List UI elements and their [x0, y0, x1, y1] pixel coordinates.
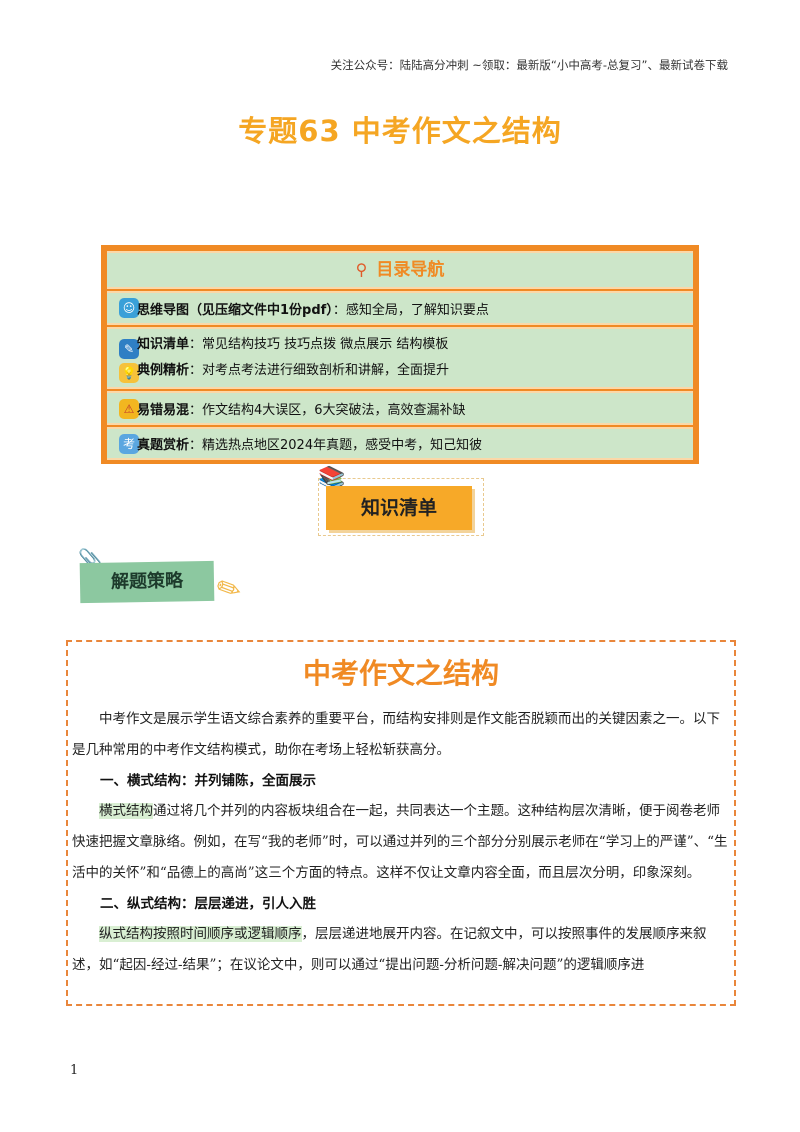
location-pin-icon: ⚲: [355, 260, 368, 279]
toc-label: 典例精析: [137, 363, 190, 378]
toc-box: ⚲ 目录导航 ☺ 思维导图（见压缩文件中1份pdf）：感知全局，了解知识要点 ✎…: [101, 245, 699, 464]
page-number: 1: [70, 1063, 79, 1078]
intro-paragraph: 中考作文是展示学生语文综合素养的重要平台，而结构安排则是作文能否脱颖而出的关键因…: [72, 711, 720, 758]
highlight-text: 纵式结构按照时间顺序或逻辑顺序: [99, 926, 302, 942]
badge-frame: [318, 478, 484, 536]
exam-icon: 考: [119, 434, 139, 454]
toc-text: ：精选热点地区2024年真题，感受中考，知己知彼: [189, 438, 483, 453]
toc-row-exam: 考 真题赏析：精选热点地区2024年真题，感受中考，知己知彼: [107, 427, 693, 460]
toc-label: 知识清单: [137, 337, 190, 352]
section-heading: 二、纵式结构：层层递进，引人入胜: [100, 896, 316, 912]
highlight-text: 横式结构: [99, 803, 153, 819]
lightbulb-icon: 💡: [119, 363, 139, 383]
toc-text: ：作文结构4大误区，6大突破法，高效查漏补缺: [189, 403, 466, 418]
header-note: 关注公众号：陆陆高分冲刺 ~领取：最新版“小中高考-总复习”、最新试卷下载: [330, 58, 728, 72]
toc-heading: 目录导航: [376, 260, 445, 280]
warning-icon: ⚠: [119, 399, 139, 419]
toc-label: 思维导图（见压缩文件中1份pdf）: [137, 303, 333, 318]
content-title: 中考作文之结构: [302, 657, 499, 690]
toc-label: 易错易混: [137, 403, 190, 418]
toc-heading-row: ⚲ 目录导航: [107, 251, 693, 289]
content-box: 中考作文之结构 中考作文是展示学生语文综合素养的重要平台，而结构安排则是作文能否…: [66, 640, 736, 1006]
toc-label: 真题赏析: [137, 438, 190, 453]
strategy-label: 解题策略: [79, 560, 215, 604]
head-icon: ☺: [119, 298, 139, 318]
toc-row-mistakes: ⚠ 易错易混：作文结构4大误区，6大突破法，高效查漏补缺: [107, 391, 693, 425]
toc-text: ：常见结构技巧 技巧点拨 微点展示 结构模板: [189, 337, 449, 352]
section-paragraph: 横式结构通过将几个并列的内容板块组合在一起，共同表达一个主题。这种结构层次清晰，…: [72, 803, 728, 881]
section-heading: 一、横式结构：并列铺陈，全面展示: [100, 773, 316, 789]
page-title: 专题63 中考作文之结构: [238, 114, 562, 148]
toc-text: ：感知全局，了解知识要点: [332, 303, 489, 318]
pencil-note-icon: ✎: [119, 339, 139, 359]
toc-text: ：对考点考法进行细致剖析和讲解，全面提升: [189, 363, 450, 378]
toc-row-mindmap: ☺ 思维导图（见压缩文件中1份pdf）：感知全局，了解知识要点: [107, 291, 693, 325]
knowledge-badge: 知识清单: [326, 486, 472, 530]
section-paragraph: 纵式结构按照时间顺序或逻辑顺序，层层递进地展开内容。在记叙文中，可以按照事件的发…: [72, 926, 707, 973]
toc-row-knowledge: ✎ 知识清单：常见结构技巧 技巧点拨 微点展示 结构模板 💡 典例精析：对考点考…: [107, 327, 693, 389]
pencil-icon: ✏: [210, 568, 247, 611]
